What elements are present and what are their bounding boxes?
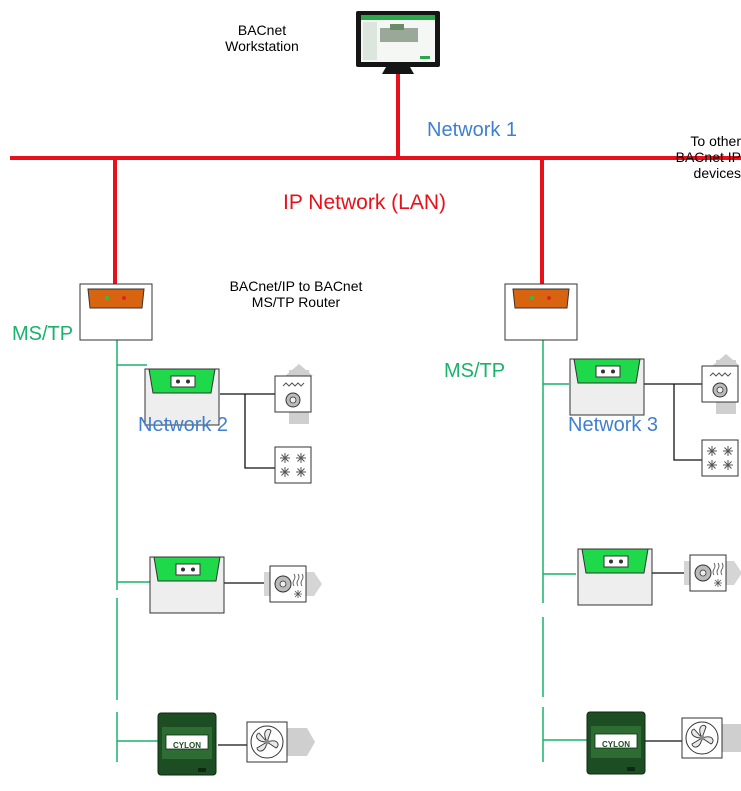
heater-coil-icon (274, 363, 314, 425)
device-wiring (218, 383, 702, 746)
network3-controller-2 (577, 548, 653, 606)
cylon-right-label: CYLON (602, 740, 630, 749)
heater-coil-icon (701, 353, 741, 415)
fan-coil-icon (683, 554, 741, 592)
mstp-network-lines (116, 340, 587, 762)
workstation-label: BACnet Workstation (225, 22, 299, 55)
right-router (504, 283, 578, 341)
network3-label: Network 3 (568, 414, 659, 436)
network2-controller-2 (149, 556, 225, 614)
other-devices-label: To other BACnet IP devices (675, 133, 741, 182)
ip-network-label: IP Network (LAN) (283, 191, 446, 214)
cylon-left-label: CYLON (173, 741, 201, 750)
network2-label: Network 2 (138, 414, 229, 436)
bacnet-workstation-monitor (356, 11, 440, 74)
ip-network-lines (10, 68, 741, 285)
fan-icon (681, 717, 741, 759)
left-router (79, 283, 153, 341)
cooling-coil-icon (701, 439, 739, 477)
cooling-coil-icon (274, 446, 312, 484)
fan-coil-icon (263, 565, 323, 603)
network1-label: Network 1 (427, 119, 518, 141)
mstp-label-right: MS/TP (444, 360, 506, 382)
network3-controller-1 (569, 358, 645, 416)
fan-icon (246, 721, 316, 763)
mstp-label-left: MS/TP (12, 323, 74, 345)
router-label: BACnet/IP to BACnet MS/TP Router (229, 278, 363, 311)
